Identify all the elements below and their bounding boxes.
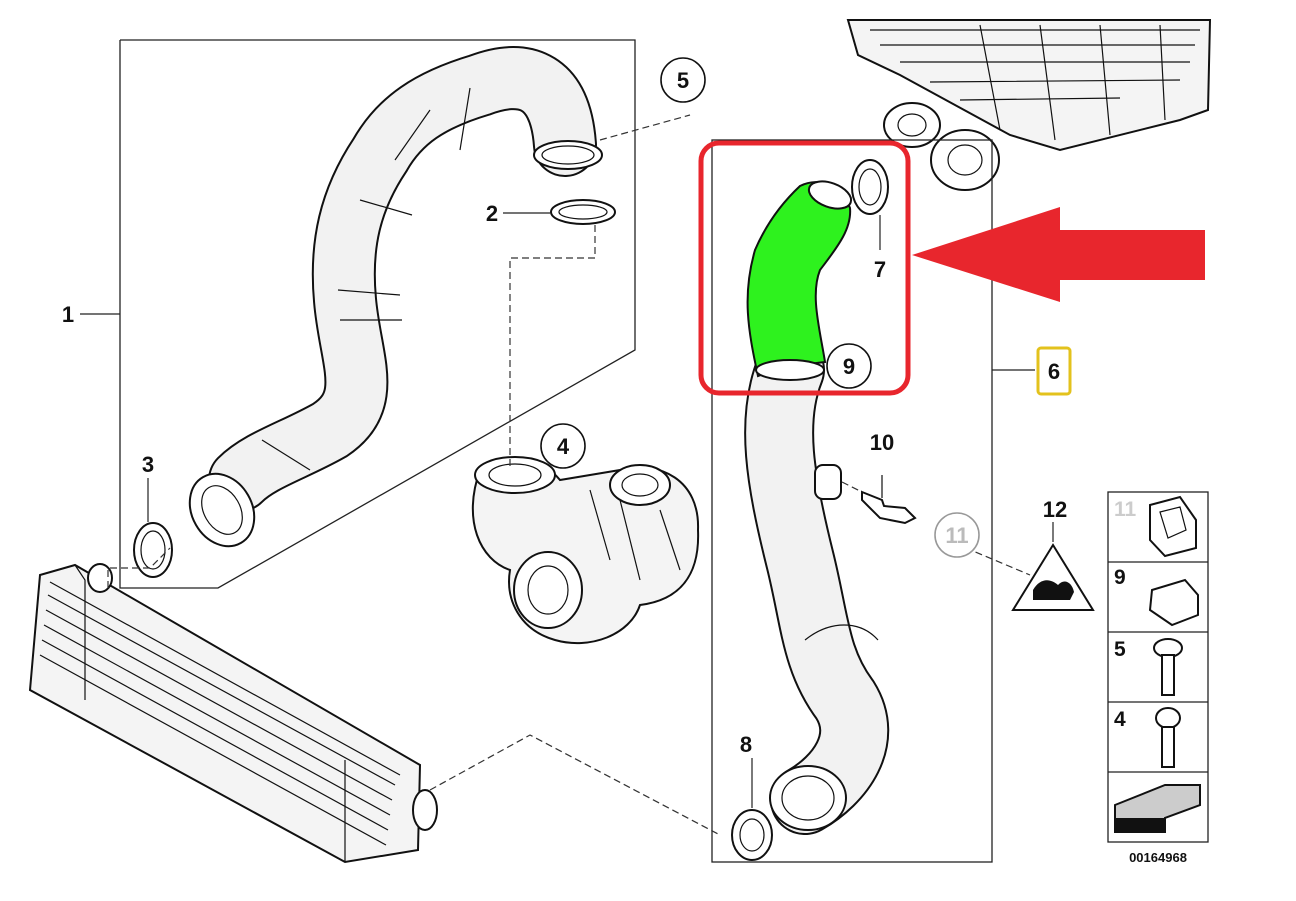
label-3: 3 — [142, 452, 154, 477]
callout-circle-4 — [540, 423, 586, 469]
callout-circle-5 — [660, 57, 706, 103]
reference-number: 00164968 — [1129, 850, 1187, 865]
label-7: 7 — [874, 257, 886, 282]
label-4: 4 — [557, 434, 570, 459]
label-9: 9 — [843, 354, 855, 379]
highlight-arrow — [912, 207, 1205, 302]
label-6-highlight — [1036, 346, 1072, 396]
label-2: 2 — [486, 201, 498, 226]
legend-item-11: 11 — [1114, 498, 1137, 521]
assembly-box-1 — [119, 39, 636, 589]
small-parts-legend: 11 9 5 4 — [1107, 491, 1209, 843]
label-12: 12 — [1043, 497, 1067, 522]
label-8: 8 — [740, 732, 752, 757]
gasket-7 — [851, 159, 889, 215]
label-10: 10 — [870, 430, 894, 455]
callout-circle-9 — [826, 343, 872, 389]
legend-item-5: 5 — [1114, 638, 1126, 661]
sensor-10 — [814, 464, 917, 525]
legend-item-9: 9 — [1114, 566, 1126, 589]
turbocharger-4 — [471, 456, 700, 645]
highlighted-hose-9 — [746, 180, 853, 381]
label-11: 11 — [945, 523, 968, 548]
gasket-8 — [731, 809, 773, 861]
label-5: 5 — [677, 68, 689, 93]
warning-label-12 — [1011, 543, 1095, 611]
intercooler — [28, 563, 438, 864]
legend-item-4: 4 — [1114, 708, 1126, 731]
charge-pipe-1 — [188, 46, 603, 548]
label-1: 1 — [62, 302, 74, 327]
label-6: 6 — [1048, 359, 1060, 384]
highlight-box — [698, 140, 911, 396]
callout-circle-11 — [934, 512, 980, 558]
green-hose-fill — [746, 181, 852, 378]
gasket-2 — [550, 199, 616, 225]
gasket-3 — [133, 522, 173, 578]
engine-block — [846, 19, 1212, 191]
assembly-box-6 — [711, 139, 993, 863]
charge-pipe-6 — [744, 335, 890, 835]
